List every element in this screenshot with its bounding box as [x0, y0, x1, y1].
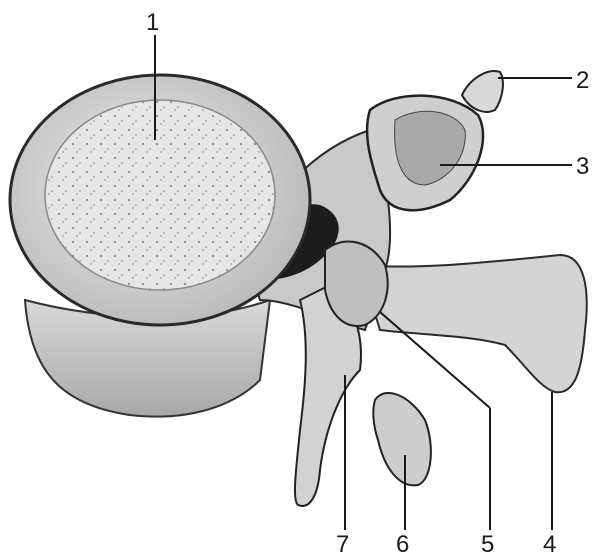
label-7: 7 [336, 531, 349, 555]
accessory-process [325, 242, 388, 326]
label-4: 4 [543, 531, 556, 555]
inferior-articular-process [373, 393, 431, 485]
label-6: 6 [396, 531, 409, 555]
label-3: 3 [576, 153, 589, 180]
mammillary-process [462, 71, 503, 112]
label-2: 2 [576, 67, 589, 94]
label-1: 1 [146, 9, 159, 36]
label-5: 5 [481, 531, 494, 555]
spongy-bone-area [45, 100, 275, 290]
